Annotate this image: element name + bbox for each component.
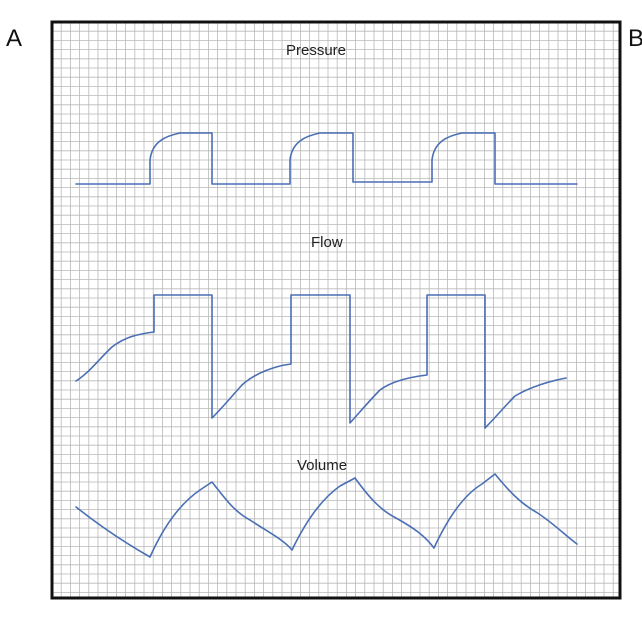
volume-waveform <box>75 473 578 558</box>
pressure-label: Pressure <box>286 42 346 59</box>
plot-frame <box>50 20 622 600</box>
panel-label-a: A <box>6 25 22 52</box>
flow-waveform <box>75 294 567 429</box>
grid-paper <box>52 22 620 598</box>
volume-label: Volume <box>297 457 347 474</box>
panel-label-b: B <box>628 25 642 52</box>
flow-label: Flow <box>311 234 343 251</box>
pressure-waveform <box>75 132 578 185</box>
